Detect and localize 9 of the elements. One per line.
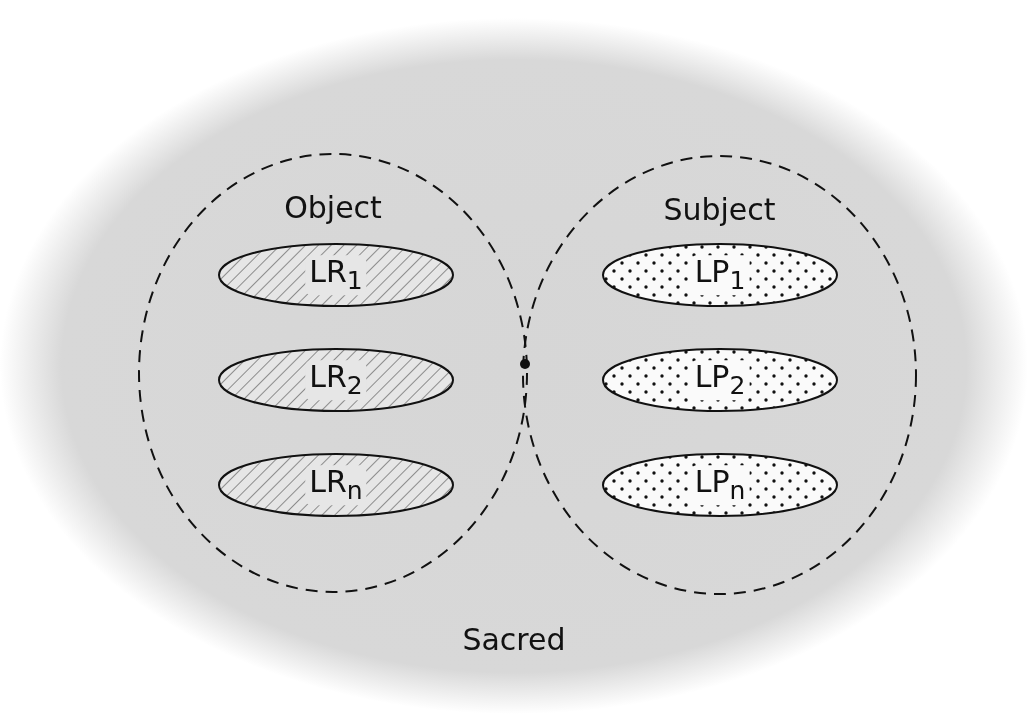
ellipse-label: LR$_{1}$ <box>305 255 367 295</box>
group-label: Object <box>284 191 382 224</box>
region-label: Sacred <box>462 623 566 656</box>
ellipse-label: LR$_{n}$ <box>305 465 367 505</box>
group-label: Subject <box>663 193 776 226</box>
ellipse-label: LP$_{1}$ <box>690 255 750 295</box>
ellipse-label: LR$_{2}$ <box>305 360 367 400</box>
ellipse-label: LP$_{2}$ <box>690 360 750 400</box>
ellipse-label: LP$_{n}$ <box>690 465 750 505</box>
